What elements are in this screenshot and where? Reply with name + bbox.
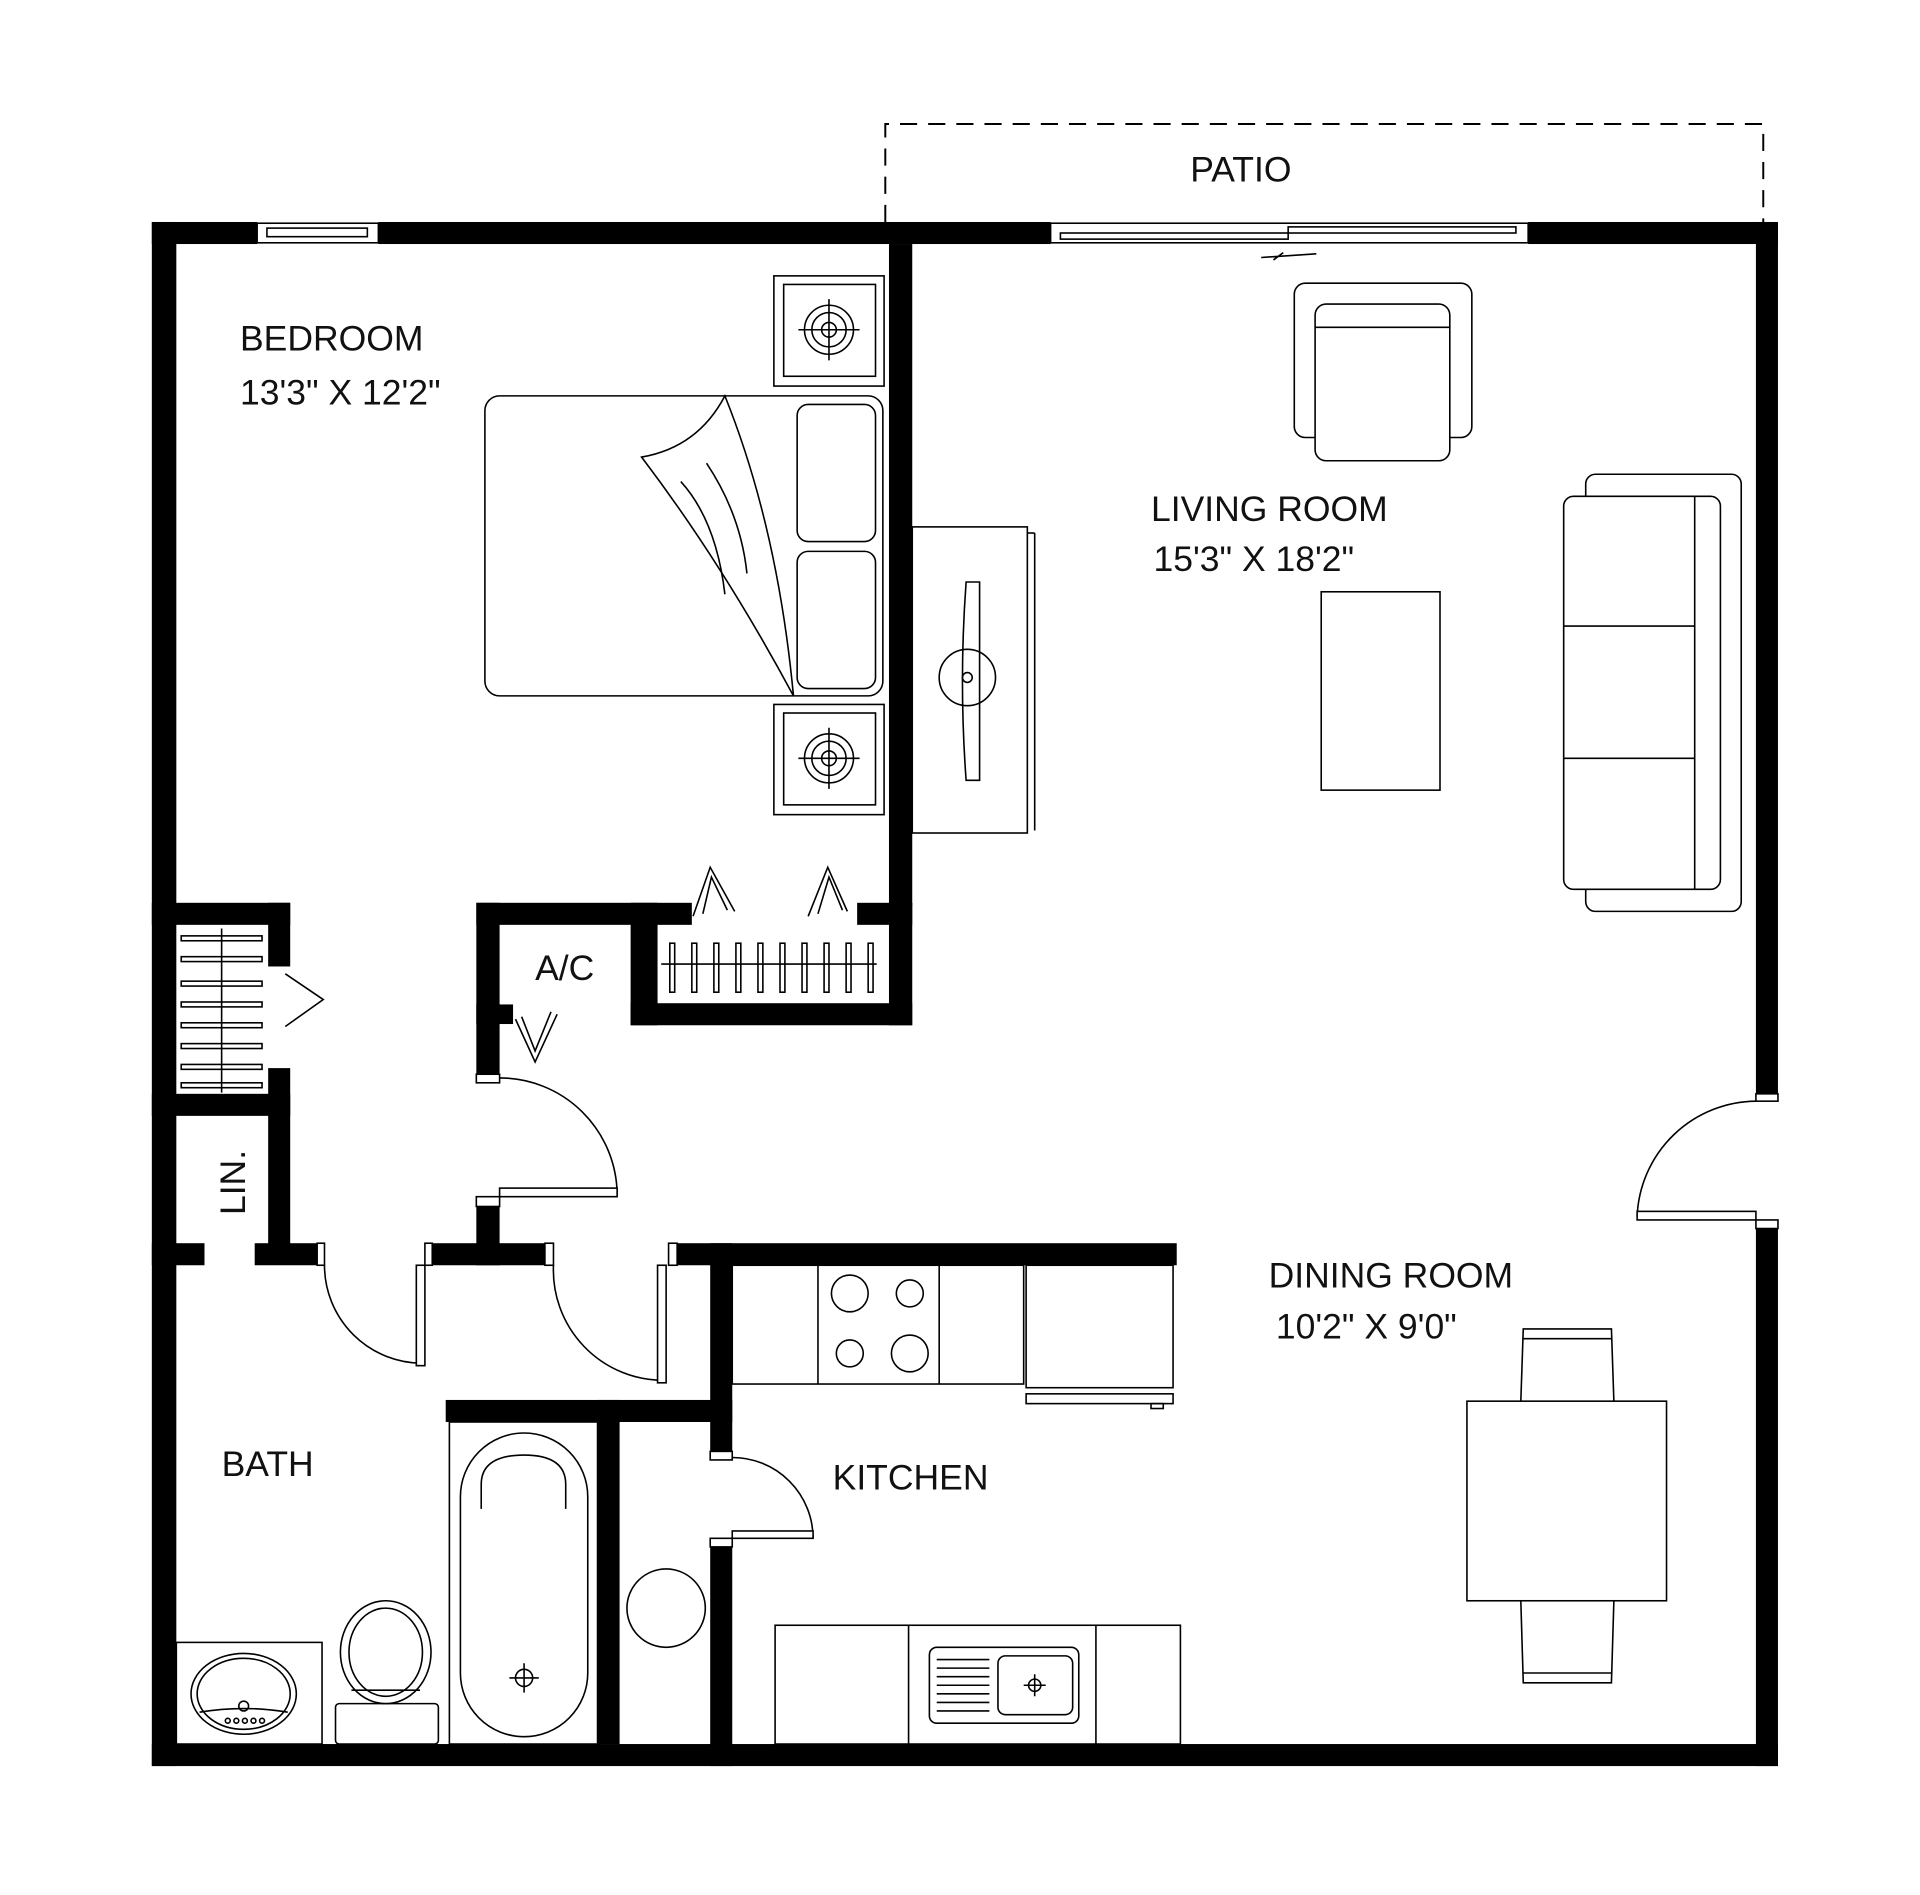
- bath-door[interactable]: [316, 1242, 434, 1367]
- water-heater: [626, 1568, 707, 1649]
- living-name: LIVING ROOM: [1151, 489, 1388, 529]
- bedroom-name: BEDROOM: [240, 319, 423, 359]
- kitchen-name: KITCHEN: [833, 1457, 989, 1497]
- patio-sliding-door[interactable]: [1049, 222, 1529, 261]
- toilet: [334, 1599, 440, 1745]
- nightstand-bottom: [773, 703, 885, 816]
- bedroom-window: [256, 222, 380, 244]
- dining-size: 10'2" X 9'0": [1276, 1307, 1457, 1347]
- bed: [484, 393, 884, 697]
- dining-name: DINING ROOM: [1269, 1255, 1514, 1295]
- interior-walls: [151, 244, 1177, 1767]
- patio-label: PATIO: [1190, 150, 1291, 190]
- armchair: [1293, 282, 1473, 462]
- nightstand-top: [773, 275, 885, 387]
- ac-name: A/C: [535, 948, 594, 988]
- bathtub: [448, 1421, 599, 1745]
- bedroom-size: 13'3" X 12'2": [240, 372, 441, 412]
- bath-name: BATH: [222, 1444, 314, 1484]
- refrigerator: [1025, 1264, 1174, 1410]
- entry-door[interactable]: [1636, 1093, 1779, 1230]
- tv-console: [911, 526, 1036, 834]
- pantry-door[interactable]: [709, 1450, 814, 1548]
- sofa: [1562, 473, 1743, 913]
- sink-counter: [774, 1624, 1182, 1745]
- hall-door[interactable]: [544, 1242, 678, 1384]
- linen-name: LIN.: [213, 1150, 253, 1215]
- exterior-walls: [151, 221, 1778, 1767]
- patio: PATIO: [884, 123, 1765, 222]
- closet-shelving: [180, 928, 877, 1093]
- coffee-table: [1320, 590, 1441, 791]
- bedroom-door[interactable]: [475, 1073, 618, 1208]
- doors: [284, 865, 1779, 1548]
- bath-sink: [175, 1641, 323, 1745]
- dining-table: [1466, 1328, 1668, 1684]
- stove-counter: [731, 1264, 1025, 1385]
- room-labels: BEDROOM 13'3" X 12'2" LIVING ROOM 15'3" …: [213, 319, 1513, 1498]
- living-size: 15'3" X 18'2": [1153, 539, 1354, 579]
